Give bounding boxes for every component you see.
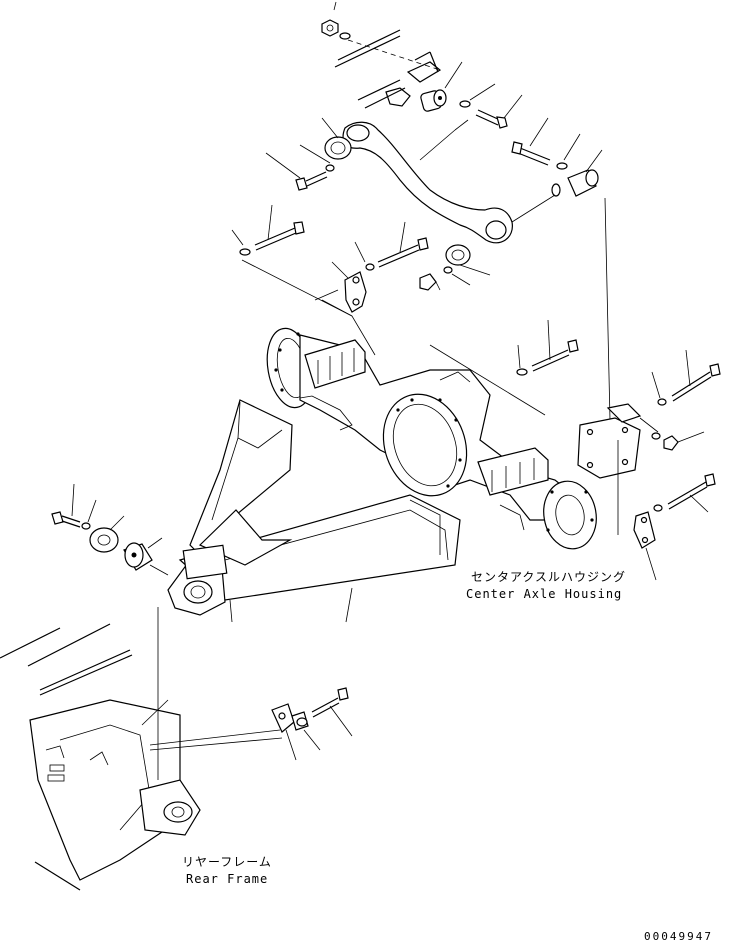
top-nut xyxy=(321,1,351,40)
center-axle-housing xyxy=(266,327,597,550)
upper-left-bolt xyxy=(265,144,335,191)
rear-frame-label-jp: リヤーフレーム xyxy=(182,855,272,869)
center-axle-housing-label-en: Center Axle Housing xyxy=(466,587,623,601)
upper-left-plate xyxy=(321,117,352,160)
upper-bolt xyxy=(475,94,523,129)
upper-link-rod xyxy=(342,119,556,244)
lower-bracket-bolt xyxy=(271,687,353,761)
right-clip xyxy=(617,440,657,581)
left-bushing-assembly xyxy=(51,483,169,576)
rear-frame-label-en: Rear Frame xyxy=(186,872,269,886)
right-bushing xyxy=(551,149,603,197)
top-frame-fragment xyxy=(334,29,442,109)
right-plate-nut xyxy=(419,244,491,291)
right-mount-bracket xyxy=(577,403,642,479)
center-axle-housing-label-jp: センタアクスルハウジング xyxy=(471,570,627,584)
rear-frame xyxy=(0,607,283,891)
a-frame-link xyxy=(167,399,461,623)
upper-bushing xyxy=(420,61,496,112)
center-bolt xyxy=(354,221,429,271)
drawing-number: 00049947 xyxy=(644,930,713,943)
link-bracket xyxy=(331,261,367,313)
mid-left-bolt xyxy=(231,204,305,256)
right-bracket-bolts xyxy=(516,319,721,513)
right-bolt xyxy=(511,117,581,170)
